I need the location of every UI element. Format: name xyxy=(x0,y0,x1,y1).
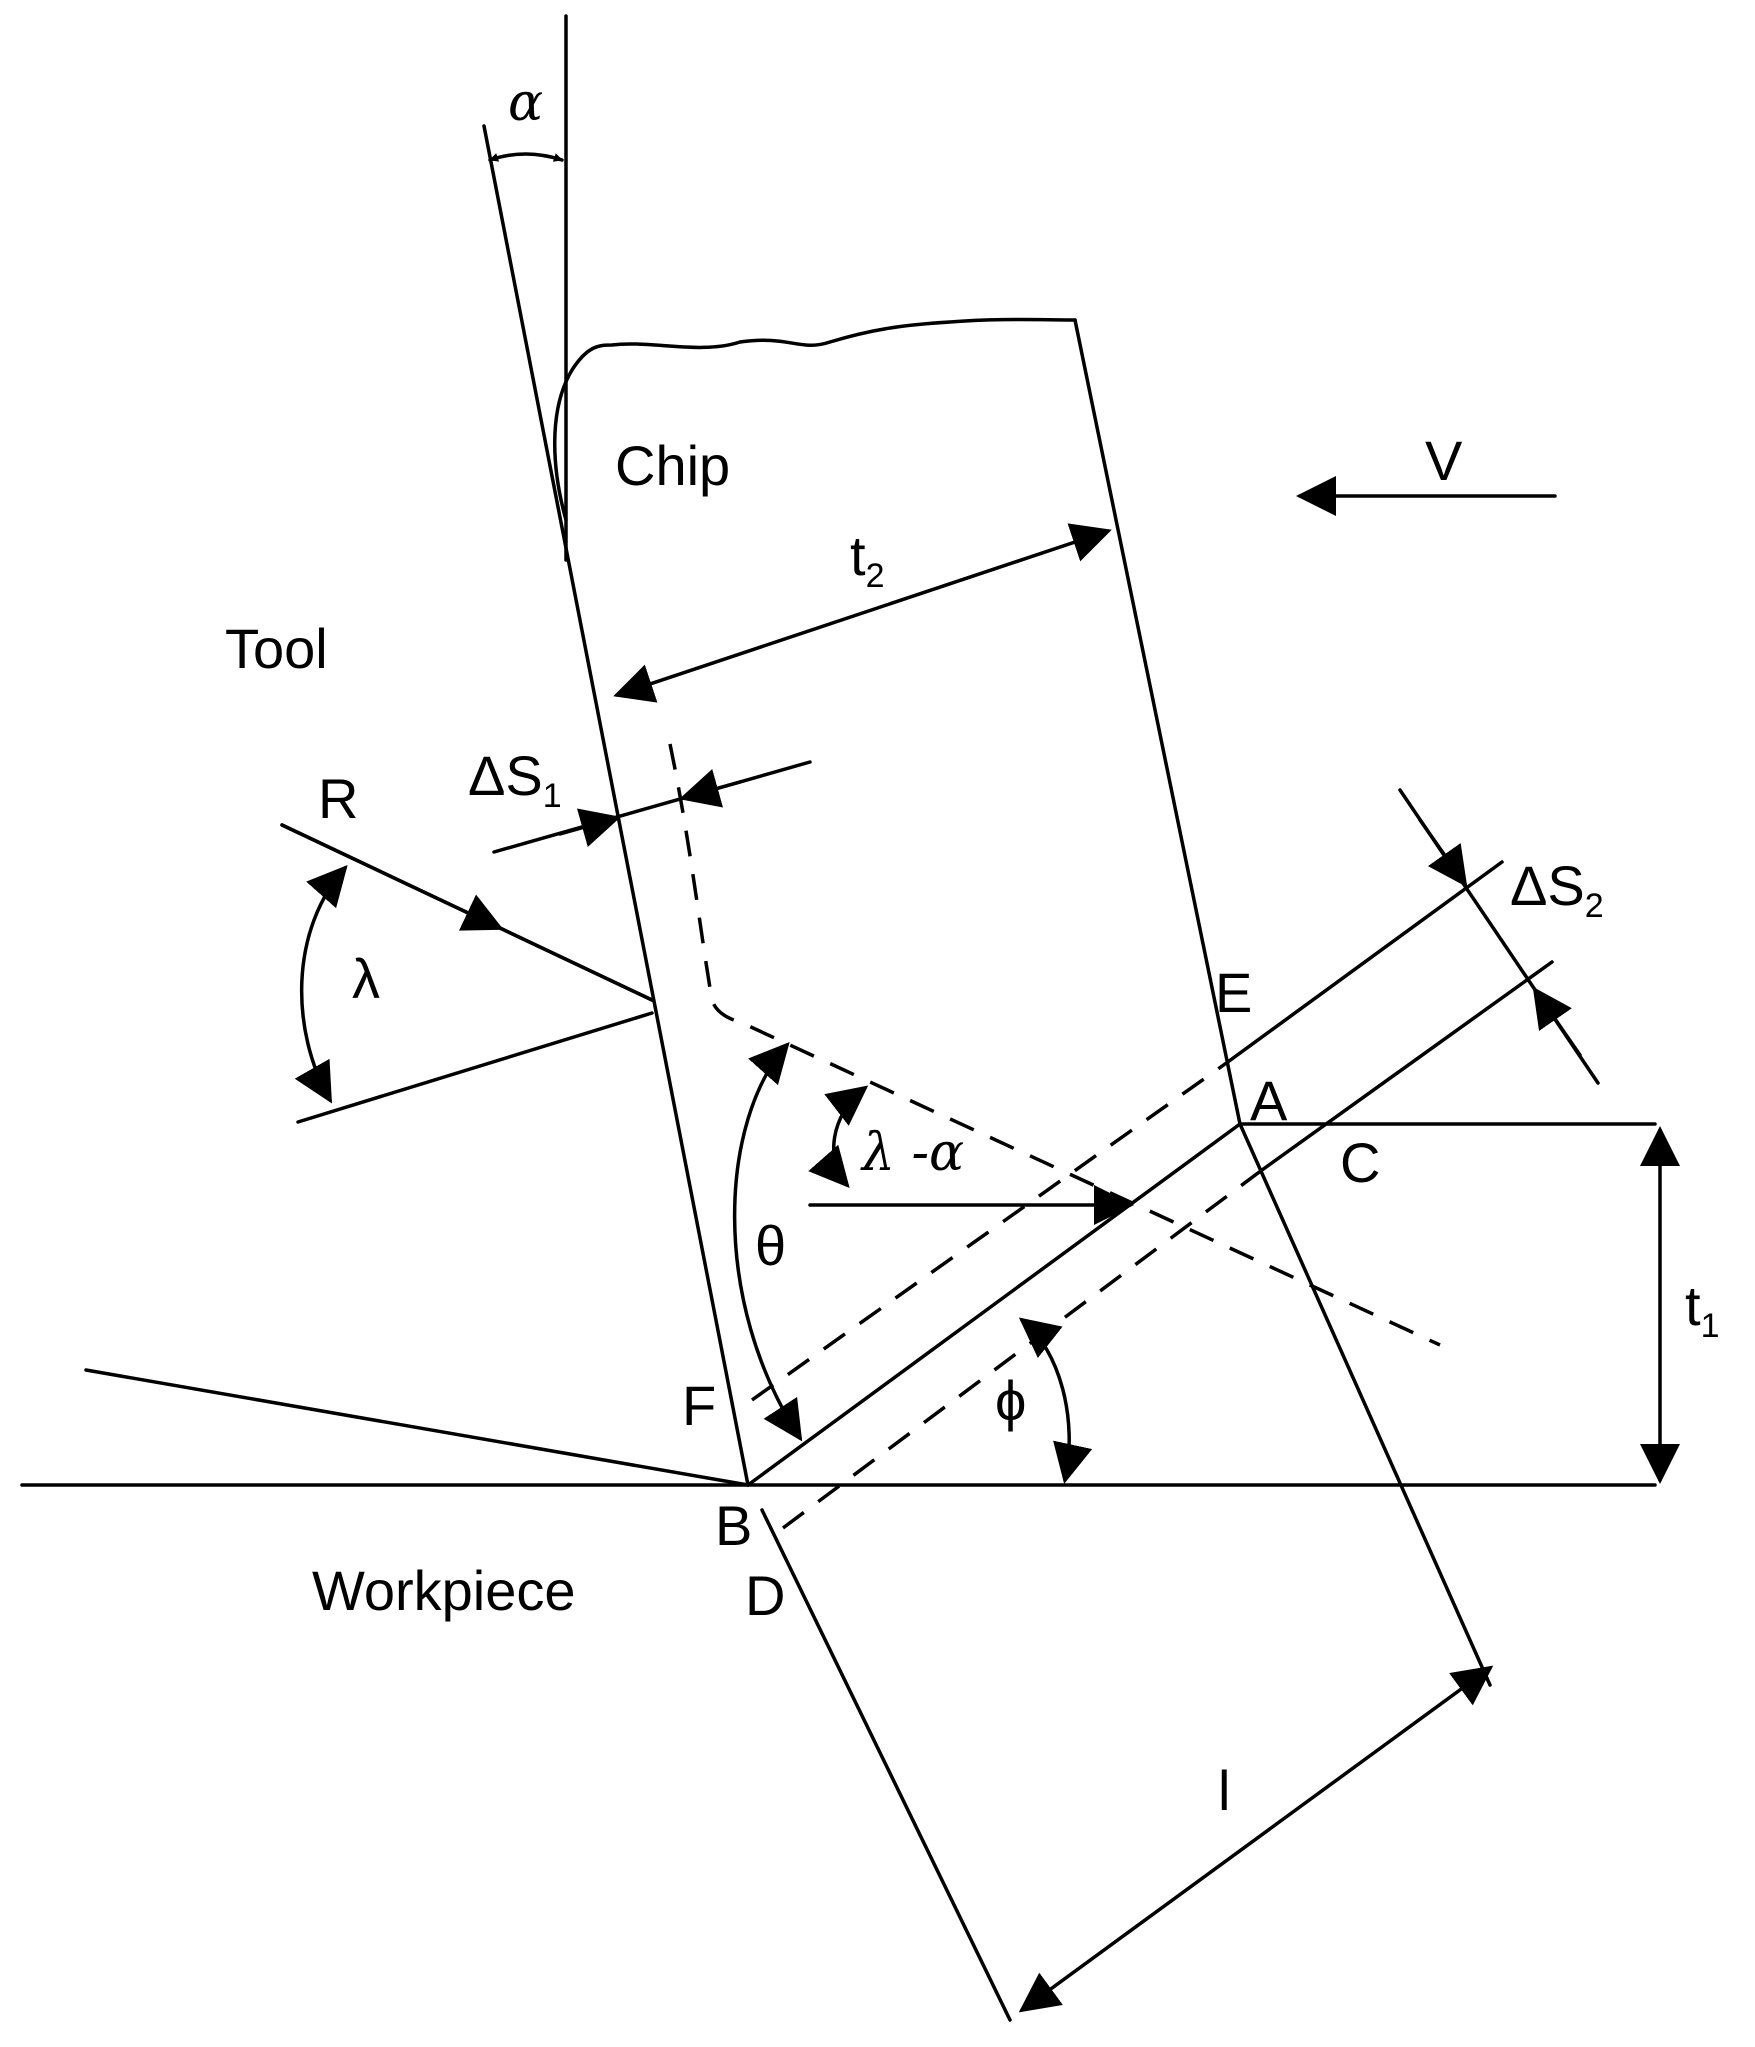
shear-zone-boundary-lower xyxy=(1260,960,1554,1172)
ds1-arrow-right xyxy=(679,769,742,808)
point-a-label: A xyxy=(1250,1069,1288,1132)
point-d-label: D xyxy=(745,1564,785,1627)
velocity-label: V xyxy=(1425,429,1463,492)
ds2-arrow-top xyxy=(1418,818,1468,888)
point-c-label: C xyxy=(1340,1131,1380,1194)
t2-subscript: 2 xyxy=(866,557,885,595)
chip-top-edge xyxy=(553,317,1077,522)
r-label: R xyxy=(318,767,358,830)
shear-plane-ab xyxy=(746,1122,1242,1487)
shear-zone-dashed-upper xyxy=(750,1062,1227,1402)
ds2-arrow-bottom xyxy=(1532,986,1582,1057)
lambda-alpha-angle-arc xyxy=(808,1085,869,1189)
ds1-subscript: 1 xyxy=(543,777,562,815)
chip-back-edge xyxy=(1073,318,1242,1126)
ds2-label: ΔS2 xyxy=(1510,854,1604,925)
t1-main: t xyxy=(1685,1274,1701,1337)
secondary-zone-dashed-curve xyxy=(668,743,1441,1347)
phi-angle-arc xyxy=(1018,1317,1093,1484)
point-f-label: F xyxy=(682,1374,716,1437)
workpiece-label: Workpiece xyxy=(312,1559,576,1622)
line-bd xyxy=(760,1508,1012,2022)
resultant-force-arrow xyxy=(280,823,654,1002)
alpha-angle-arc xyxy=(488,152,564,162)
tool-rake-face xyxy=(482,124,750,1487)
t2-main: t xyxy=(850,524,866,587)
point-b-label: B xyxy=(715,1494,752,1557)
lambda-reference-line xyxy=(296,1011,654,1124)
ds1-dimension-line xyxy=(492,760,812,854)
ds1-main: ΔS xyxy=(468,744,543,807)
ds2-main: ΔS xyxy=(1510,854,1585,917)
phi-label: ϕ xyxy=(995,1369,1026,1432)
chip-label: Chip xyxy=(615,434,730,497)
ds2-subscript: 2 xyxy=(1585,887,1604,925)
tool-flank-face xyxy=(84,1368,750,1487)
lambda-angle-arc xyxy=(294,865,348,1104)
t1-label: t1 xyxy=(1685,1274,1719,1345)
length-label: l xyxy=(1218,1759,1230,1822)
shear-zone-boundary-upper xyxy=(1223,860,1504,1066)
lambda-alpha-label: λ -α xyxy=(860,1123,964,1183)
alpha-label: α xyxy=(508,73,543,133)
t2-dimension-arrow xyxy=(613,523,1112,703)
l-dimension-arrow xyxy=(1018,1665,1494,2013)
theta-angle-arc xyxy=(732,1042,803,1442)
theta-label: θ xyxy=(755,1214,786,1277)
shear-zone-dashed-lower xyxy=(781,1168,1264,1530)
line-ac xyxy=(1238,1122,1492,1687)
lambda-label: λ xyxy=(352,947,380,1010)
t1-subscript: 1 xyxy=(1701,1307,1720,1345)
t2-label: t2 xyxy=(850,524,884,595)
ds1-label: ΔS1 xyxy=(468,744,562,815)
tool-label: Tool xyxy=(225,617,328,680)
point-e-label: E xyxy=(1215,961,1252,1024)
ds1-arrow-left xyxy=(558,808,621,847)
